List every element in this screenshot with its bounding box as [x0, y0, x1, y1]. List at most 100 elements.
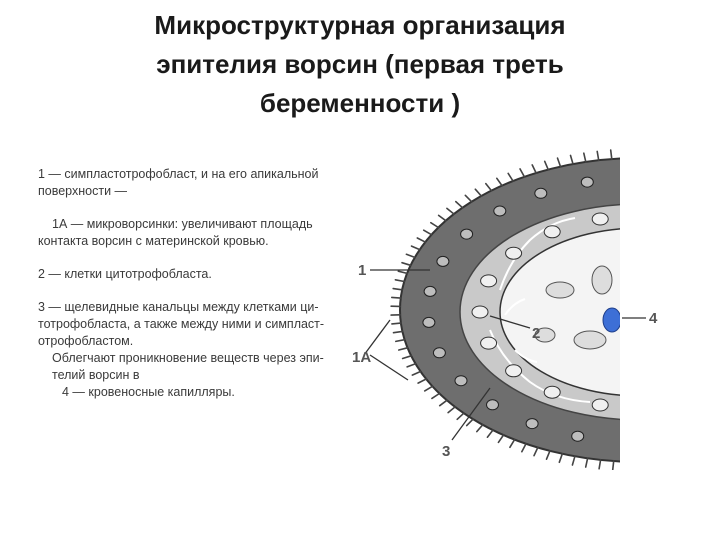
microvillus	[584, 457, 589, 468]
syncytial-nucleus	[493, 205, 507, 217]
microvillus	[521, 442, 527, 453]
syncytial-nucleus	[631, 173, 643, 183]
syncytial-nucleus	[422, 316, 436, 328]
intercellular-canals	[489, 217, 591, 403]
microvillus	[392, 330, 404, 334]
microvillus	[394, 279, 406, 283]
microvillus	[390, 296, 402, 299]
microvillus	[474, 188, 483, 197]
microvillus	[556, 157, 562, 168]
syncytial-nucleus	[454, 375, 468, 387]
microvilli	[390, 149, 666, 470]
microvillus	[665, 150, 666, 159]
microvillus	[391, 322, 402, 325]
microvillus	[485, 182, 493, 192]
villus-cross-section	[390, 149, 666, 470]
legend-item-1-line-1: 1 — симпластотрофобласт, и на его апикал…	[38, 167, 319, 181]
microvillus	[455, 200, 464, 209]
microvillus	[410, 245, 421, 251]
title-line-1: Микроструктурная организация	[154, 10, 566, 40]
label-3: 3	[442, 443, 450, 460]
microvillus	[583, 152, 587, 163]
legend-item-3-line-4: Облегчают проникновение веществ через эп…	[52, 351, 324, 365]
microvillus	[624, 149, 625, 158]
legend-item-3-line-5: телий ворсин в	[52, 368, 140, 382]
title-line-2: эпителия ворсин (первая треть	[156, 49, 564, 79]
legend-item-1a-line-1: 1А — микроворсинки: увеличивают площадь	[52, 217, 313, 231]
legend-item-3-line-1: 3 — щелевидные канальцы между клетками ц…	[38, 300, 319, 314]
microvillus	[394, 338, 406, 343]
legend-item-2: 2 — клетки цитотрофобласта.	[38, 267, 212, 281]
legend-item-3-line-2: тотрофобласта, а также между ними и симп…	[38, 317, 325, 331]
label-1: 1	[358, 262, 366, 279]
label-1a: 1А	[352, 349, 371, 366]
cytotrophoblast-cell	[543, 225, 561, 239]
microvillus	[406, 362, 417, 368]
syncytial-nucleus	[460, 228, 474, 240]
microvillus	[423, 385, 434, 392]
label-2: 2	[532, 325, 540, 342]
microvillus	[496, 177, 503, 187]
cytotrophoblast-cell	[591, 398, 609, 412]
microvillus	[416, 237, 427, 243]
microvillus	[531, 164, 537, 174]
slide-title: Микроструктурная организация эпителия во…	[60, 6, 660, 123]
syncytial-nucleus	[436, 255, 450, 267]
cytotrophoblast-cell	[480, 336, 498, 350]
cytotrophoblast-cell	[591, 212, 609, 226]
villus-stroma	[499, 228, 620, 396]
title-line-3: беременности )	[259, 88, 461, 118]
microvillus	[446, 207, 455, 215]
microvillus	[486, 429, 494, 439]
microvillus	[476, 423, 484, 433]
microvillus	[569, 154, 574, 165]
syncytial-nucleus	[580, 176, 594, 188]
microvillus	[609, 149, 613, 160]
microvillus	[596, 150, 600, 162]
microvillus	[430, 221, 440, 229]
syncytial-nucleus	[423, 285, 437, 297]
syncytial-nucleus	[525, 418, 539, 430]
cytotrophoblast-cell	[505, 364, 523, 378]
legend-item-1-line-2: поверхности —	[38, 184, 128, 198]
syncytial-nucleus	[621, 437, 633, 447]
microvillus	[465, 418, 474, 427]
microvillus	[456, 412, 465, 421]
syncytial-nucleus	[534, 187, 548, 199]
microvillus	[571, 455, 576, 466]
legend-item-3-line-3: отрофобластом.	[38, 334, 134, 348]
microvillus	[545, 450, 551, 461]
microvillus	[507, 172, 514, 182]
microvillus	[401, 261, 412, 267]
microvillus	[519, 168, 526, 178]
microvillus	[558, 452, 564, 464]
syncytial-nucleus	[486, 399, 499, 411]
trophoblast-nuclei	[422, 173, 643, 447]
legend-item-1a-line-2: контакта ворсин с материнской кровью.	[38, 234, 269, 248]
figure-legend: 1 — симпластотрофобласт, и на его апикал…	[38, 166, 328, 401]
label-4: 4	[649, 310, 658, 327]
microvillus	[405, 253, 416, 259]
microvillus	[392, 287, 403, 291]
microvillus	[437, 214, 447, 222]
cytotrophoblast-cell	[480, 274, 498, 288]
syncytial-nucleus	[571, 430, 585, 442]
microvillus	[397, 270, 408, 275]
microvillus	[411, 370, 422, 376]
microvillus	[611, 460, 615, 470]
microvillus	[401, 355, 412, 360]
cytotrophoblast-cell	[543, 385, 561, 399]
microvillus	[397, 347, 409, 351]
microvillus	[447, 406, 456, 414]
microvillus	[422, 229, 433, 236]
capillary	[602, 307, 620, 333]
microvillus	[598, 459, 602, 470]
microvillus	[626, 462, 627, 470]
microvillus	[497, 434, 505, 444]
stromal-cells	[534, 265, 613, 350]
legend-item-4: 4 — кровеносные капилляры.	[62, 385, 235, 399]
microvillus	[431, 392, 441, 400]
cytotrophoblast-cell	[505, 246, 523, 260]
leader-lines	[363, 269, 646, 441]
syncytial-nucleus	[432, 347, 446, 359]
